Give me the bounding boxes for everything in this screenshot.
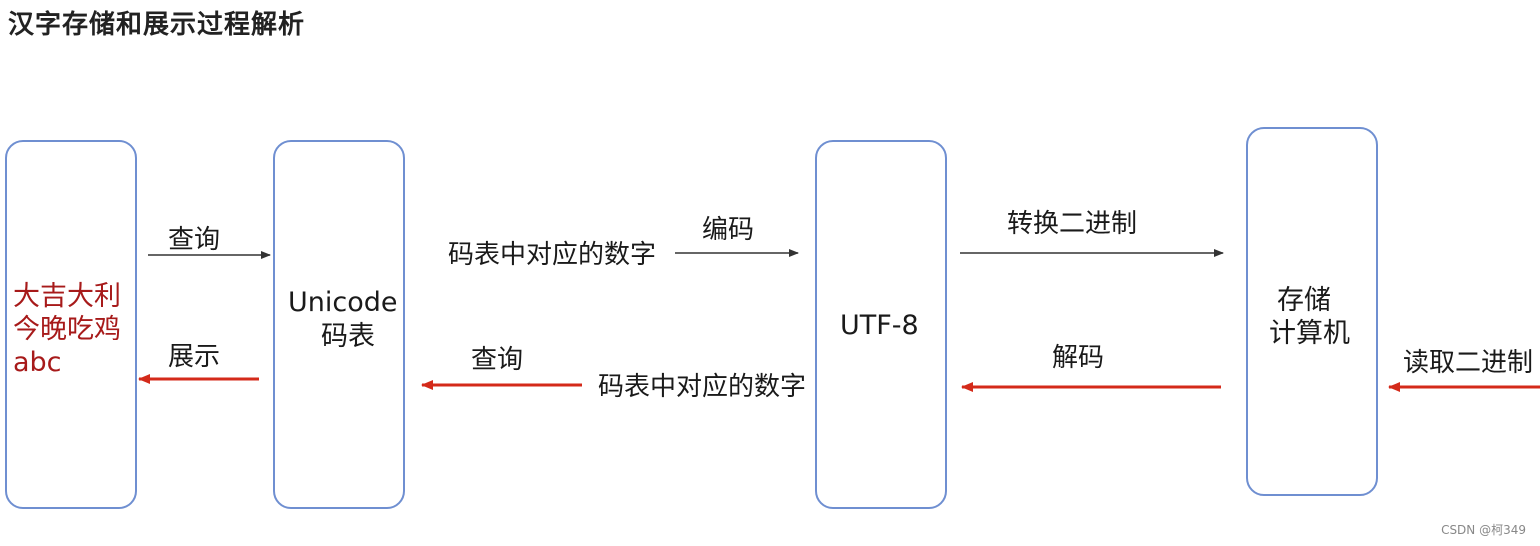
query-bottom-label: 查询 [471, 345, 524, 375]
unicode-table-box [273, 140, 405, 509]
codepoint-bottom-label: 码表中对应的数字 [598, 372, 807, 402]
read-binary-label: 读取二进制 [1403, 348, 1534, 378]
computer-storage-box [1246, 127, 1378, 496]
codepoint-top-label: 码表中对应的数字 [448, 240, 657, 270]
computer-label: 计算机 [1269, 318, 1350, 349]
display-label: 展示 [168, 342, 221, 372]
unicode-label: Unicode [288, 287, 398, 318]
encode-label: 编码 [702, 215, 755, 245]
characters-line-2: 今晚吃鸡 [13, 314, 121, 345]
characters-line-3: abc [13, 347, 62, 378]
utf8-label: UTF-8 [840, 310, 919, 341]
diagram-title: 汉字存储和展示过程解析 [8, 10, 306, 40]
utf8-box [815, 140, 947, 509]
watermark: CSDN @柯349 [1441, 523, 1526, 537]
decode-label: 解码 [1052, 343, 1105, 373]
storage-label: 存储 [1277, 285, 1331, 316]
code-table-label: 码表 [321, 321, 375, 352]
query-top-label: 查询 [168, 225, 221, 255]
chinese-characters-box [5, 140, 137, 509]
characters-line-1: 大吉大利 [13, 281, 121, 312]
to-binary-label: 转换二进制 [1007, 209, 1138, 239]
